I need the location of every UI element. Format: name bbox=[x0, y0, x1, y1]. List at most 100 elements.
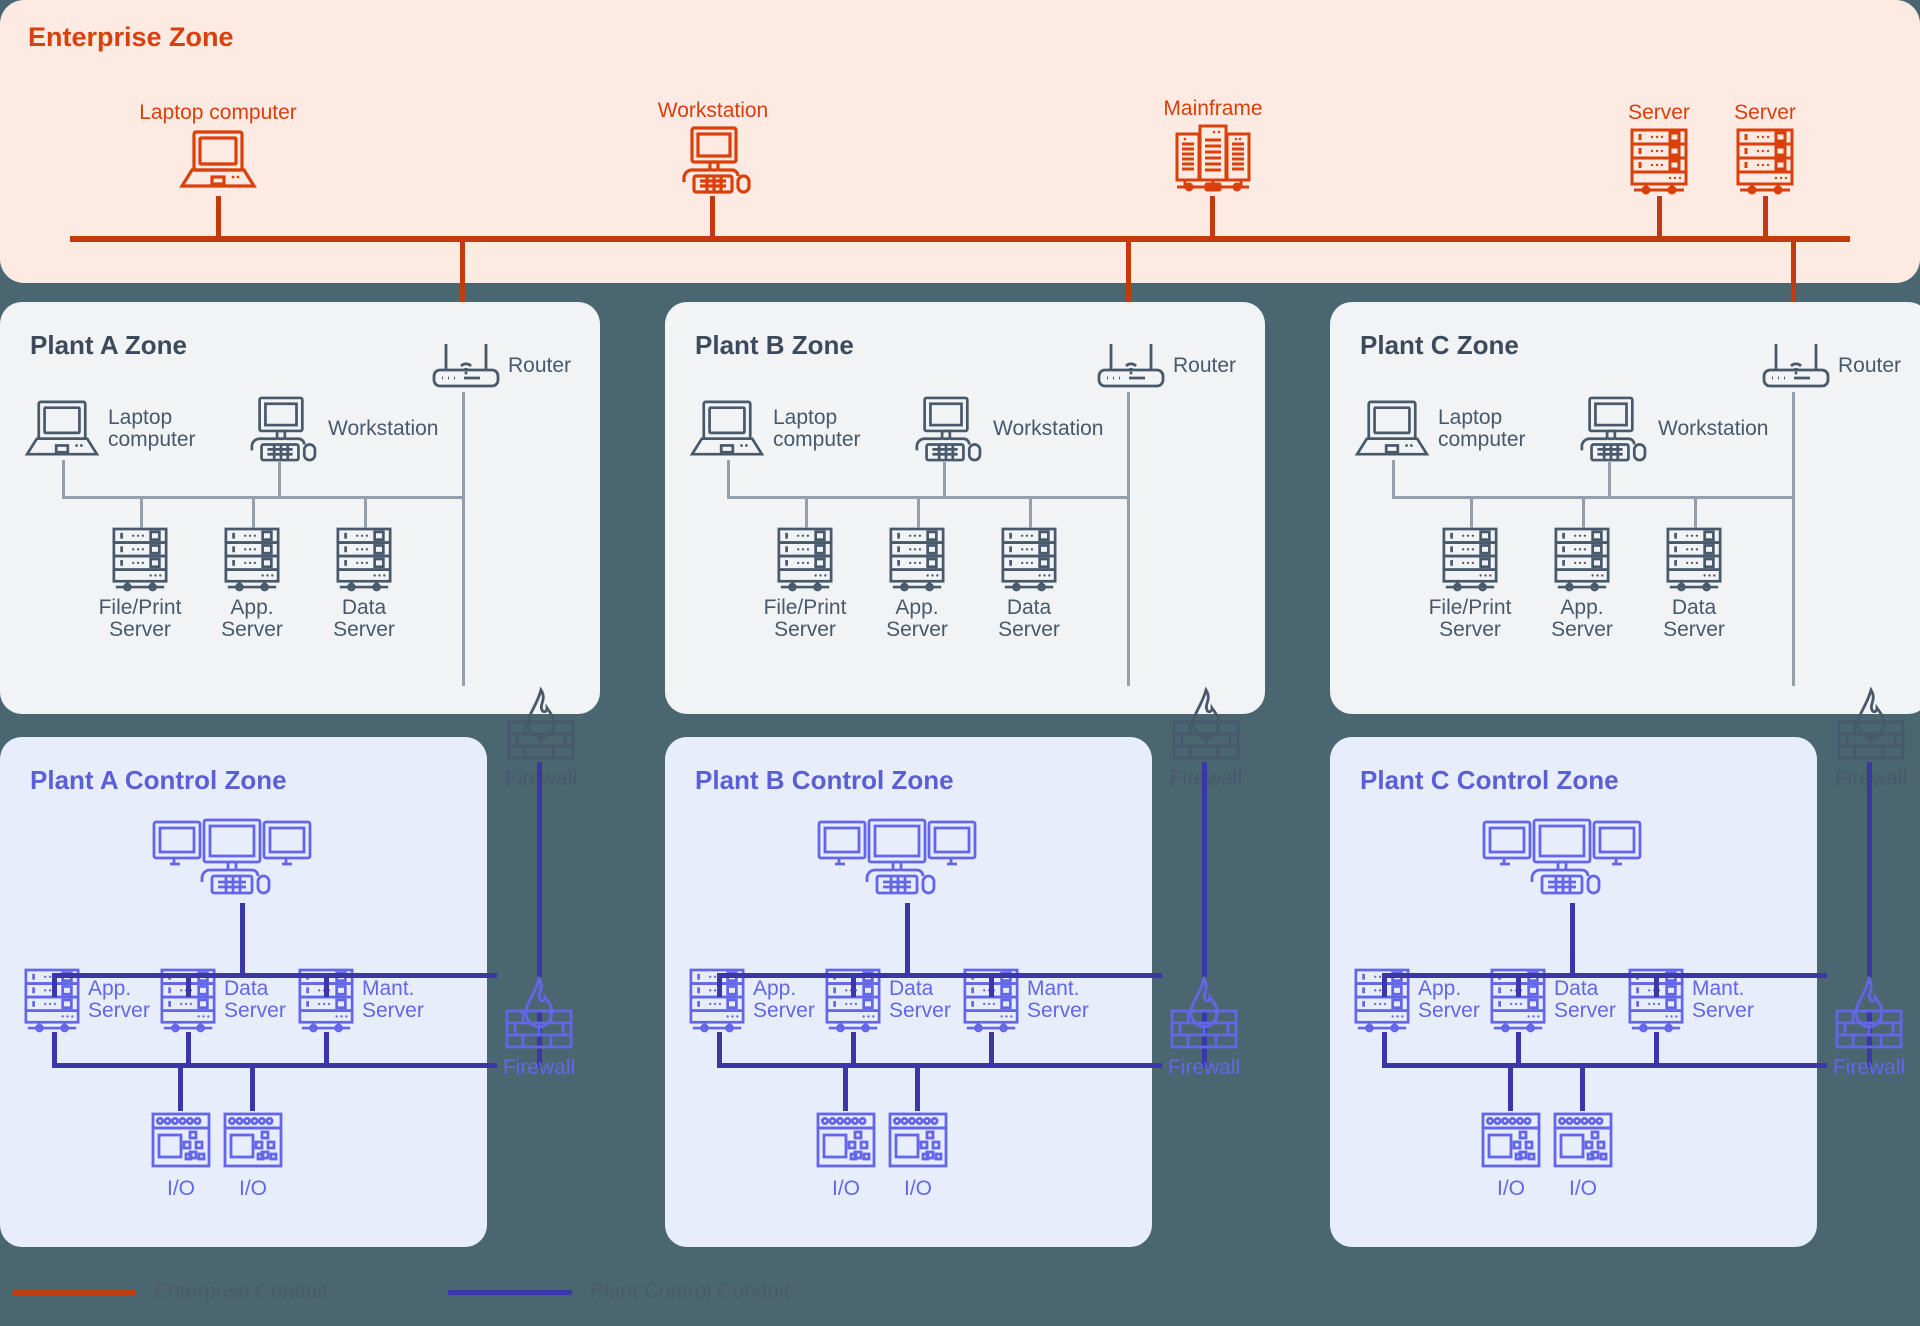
plant-c-riser-server-1 bbox=[1582, 496, 1585, 528]
plant-a-control-io-drop-1 bbox=[250, 1063, 255, 1111]
plant-b-router-down bbox=[1127, 392, 1130, 498]
plant-b-to-firewall bbox=[1127, 496, 1130, 686]
plant-c-control-io-0-label: I/O bbox=[1496, 1177, 1526, 1200]
plant-a-workstation[interactable]: Workstation bbox=[238, 396, 439, 462]
plant-c-control-io-0[interactable]: I/O bbox=[1480, 1110, 1542, 1200]
plant-a-control-io-0[interactable]: I/O bbox=[150, 1110, 212, 1200]
plant-c-control-firewall[interactable]: Firewall bbox=[1833, 975, 1905, 1079]
plant-a-control-zone: Plant A Control Zone bbox=[0, 737, 487, 1247]
workstation-icon bbox=[915, 396, 982, 462]
server-icon bbox=[1736, 128, 1794, 195]
plant-c-firewall[interactable]: Firewall bbox=[1835, 686, 1907, 790]
enterprise-node-server-2[interactable]: Server bbox=[1734, 101, 1796, 195]
io-module-icon bbox=[151, 1112, 211, 1168]
plant-b-control-io-0[interactable]: I/O bbox=[815, 1110, 877, 1200]
plant-a-router[interactable]: Router bbox=[430, 342, 571, 390]
legend-swatch-plant-control bbox=[448, 1289, 572, 1295]
plant-b-server-1[interactable]: App.Server bbox=[886, 527, 948, 641]
plant-a-riser-server-0 bbox=[140, 496, 143, 528]
plant-a-drop-laptop bbox=[62, 460, 65, 498]
plant-b-control-server-2-label: Mant.Server bbox=[1027, 976, 1089, 1022]
plant-a-firewall[interactable]: Firewall bbox=[505, 686, 577, 790]
plant-c-control-firewall-label: Firewall bbox=[1832, 1056, 1906, 1079]
plant-b-control-firewall[interactable]: Firewall bbox=[1168, 975, 1240, 1079]
plant-c-control-zone: Plant C Control Zone bbox=[1330, 737, 1817, 1247]
io-module-icon bbox=[816, 1112, 876, 1168]
enterprise-bus bbox=[70, 236, 1850, 242]
plant-b-drop-workstation bbox=[943, 462, 946, 498]
plant-c-server-1[interactable]: App.Server bbox=[1551, 527, 1613, 641]
plant-a-zone-title: Plant A Zone bbox=[30, 330, 187, 360]
plant-c-control-riser-server-1 bbox=[1516, 973, 1521, 997]
server-icon bbox=[1442, 527, 1498, 592]
plant-a-control-riser-server-2 bbox=[324, 973, 329, 997]
workstation-icon bbox=[1580, 396, 1647, 462]
plant-c-workstation[interactable]: Workstation bbox=[1568, 396, 1769, 462]
plant-a-control-hmi[interactable] bbox=[152, 818, 312, 904]
plant-c-control-io-1[interactable]: I/O bbox=[1552, 1110, 1614, 1200]
plant-b-firewall[interactable]: Firewall bbox=[1170, 686, 1242, 790]
plant-a-control-io-1[interactable]: I/O bbox=[222, 1110, 284, 1200]
plant-b-control-hmi[interactable] bbox=[817, 818, 977, 904]
plant-a-bus bbox=[62, 496, 462, 499]
plant-a-control-lower-riser-2 bbox=[324, 1032, 329, 1066]
plant-b-workstation[interactable]: Workstation bbox=[903, 396, 1104, 462]
plant-c-control-hmi-drop bbox=[1570, 903, 1575, 975]
workstation-icon bbox=[682, 126, 751, 194]
plant-c-router[interactable]: Router bbox=[1760, 342, 1901, 390]
enterprise-drop-to-plant-a bbox=[460, 236, 465, 366]
plant-b-server-1-label: App.Server bbox=[886, 596, 948, 642]
plant-c-control-server-2-label: Mant.Server bbox=[1692, 976, 1754, 1022]
enterprise-node-workstation[interactable]: Workstation bbox=[658, 99, 768, 194]
plant-b-router[interactable]: Router bbox=[1095, 342, 1236, 390]
plant-a-zone: Plant A Zone bbox=[0, 302, 600, 714]
plant-b-control-zone-title: Plant B Control Zone bbox=[695, 765, 954, 795]
firewall-icon bbox=[1837, 686, 1905, 760]
plant-a-control-upper-bus bbox=[52, 973, 497, 978]
plant-c-to-firewall bbox=[1792, 496, 1795, 686]
plant-a-riser-server-2 bbox=[364, 496, 367, 528]
plant-a-control-riser-server-1 bbox=[186, 973, 191, 997]
plant-a-control-server-2[interactable]: Mant.Server bbox=[296, 968, 424, 1033]
plant-a-control-server-2-label: Mant.Server bbox=[362, 976, 424, 1022]
laptop-icon bbox=[24, 400, 100, 456]
plant-a-control-io-drop-0 bbox=[178, 1063, 183, 1111]
plant-c-drop-laptop bbox=[1392, 460, 1395, 498]
plant-a-control-firewall[interactable]: Firewall bbox=[503, 975, 575, 1079]
plant-c-control-lower-riser-2 bbox=[1654, 1032, 1659, 1066]
plant-b-control-server-0[interactable]: App.Server bbox=[687, 968, 815, 1033]
io-module-icon bbox=[223, 1112, 283, 1168]
server-icon bbox=[1490, 968, 1546, 1033]
router-icon bbox=[1097, 344, 1165, 388]
firewall-icon bbox=[507, 686, 575, 760]
plant-a-server-1[interactable]: App.Server bbox=[221, 527, 283, 641]
server-icon bbox=[1554, 527, 1610, 592]
workstation-icon bbox=[250, 396, 317, 462]
enterprise-node-laptop[interactable]: Laptop computer bbox=[139, 101, 297, 192]
server-icon bbox=[1630, 128, 1688, 195]
plant-c-control-upper-left-riser bbox=[1382, 973, 1387, 997]
enterprise-node-mainframe[interactable]: Mainframe bbox=[1163, 97, 1263, 194]
plant-c-control-hmi[interactable] bbox=[1482, 818, 1642, 904]
server-icon bbox=[1666, 527, 1722, 592]
plant-b-control-server-2[interactable]: Mant.Server bbox=[961, 968, 1089, 1033]
plant-b-control-firewall-label: Firewall bbox=[1167, 1056, 1241, 1079]
plant-a-control-upper-left-riser bbox=[52, 973, 57, 997]
plant-b-control-io-1[interactable]: I/O bbox=[887, 1110, 949, 1200]
plant-c-riser-server-0 bbox=[1470, 496, 1473, 528]
enterprise-node-server-1[interactable]: Server bbox=[1628, 101, 1690, 195]
